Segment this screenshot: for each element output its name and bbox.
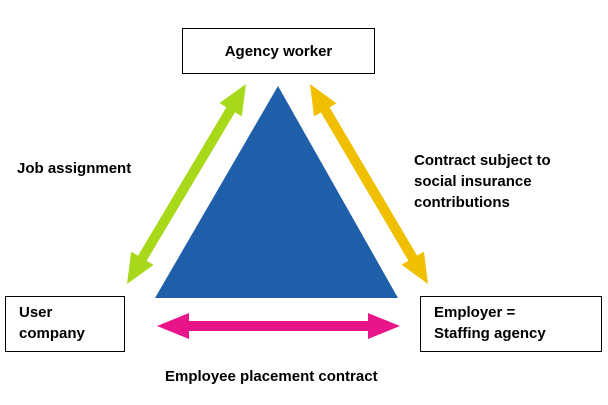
social-contract-arrow <box>310 84 428 284</box>
employer-box: Employer = Staffing agency <box>420 296 602 352</box>
social-contract-line-1: Contract subject to <box>414 152 551 169</box>
user-company-box: User company <box>5 296 125 352</box>
social-contract-label: Contract subject to social insurance con… <box>414 150 551 213</box>
central-triangle <box>155 86 398 298</box>
placement-contract-text: Employee placement contract <box>165 368 378 385</box>
agency-worker-label: Agency worker <box>224 42 333 60</box>
placement-contract-label: Employee placement contract <box>165 366 378 387</box>
job-assignment-label: Job assignment <box>17 158 131 179</box>
placement-contract-arrow <box>157 313 400 339</box>
job-assignment-text: Job assignment <box>17 160 132 177</box>
employer-label-line-1: Employer = <box>434 304 516 321</box>
user-company-label-line-1: User <box>19 304 53 321</box>
employer-label-line-2: Staffing agency <box>434 325 546 342</box>
job-assignment-arrow <box>127 84 246 284</box>
social-contract-line-2: social insurance <box>414 173 532 190</box>
user-company-label-line-2: company <box>19 325 85 342</box>
agency-worker-box: Agency worker <box>182 28 375 74</box>
social-contract-line-3: contributions <box>414 194 510 211</box>
